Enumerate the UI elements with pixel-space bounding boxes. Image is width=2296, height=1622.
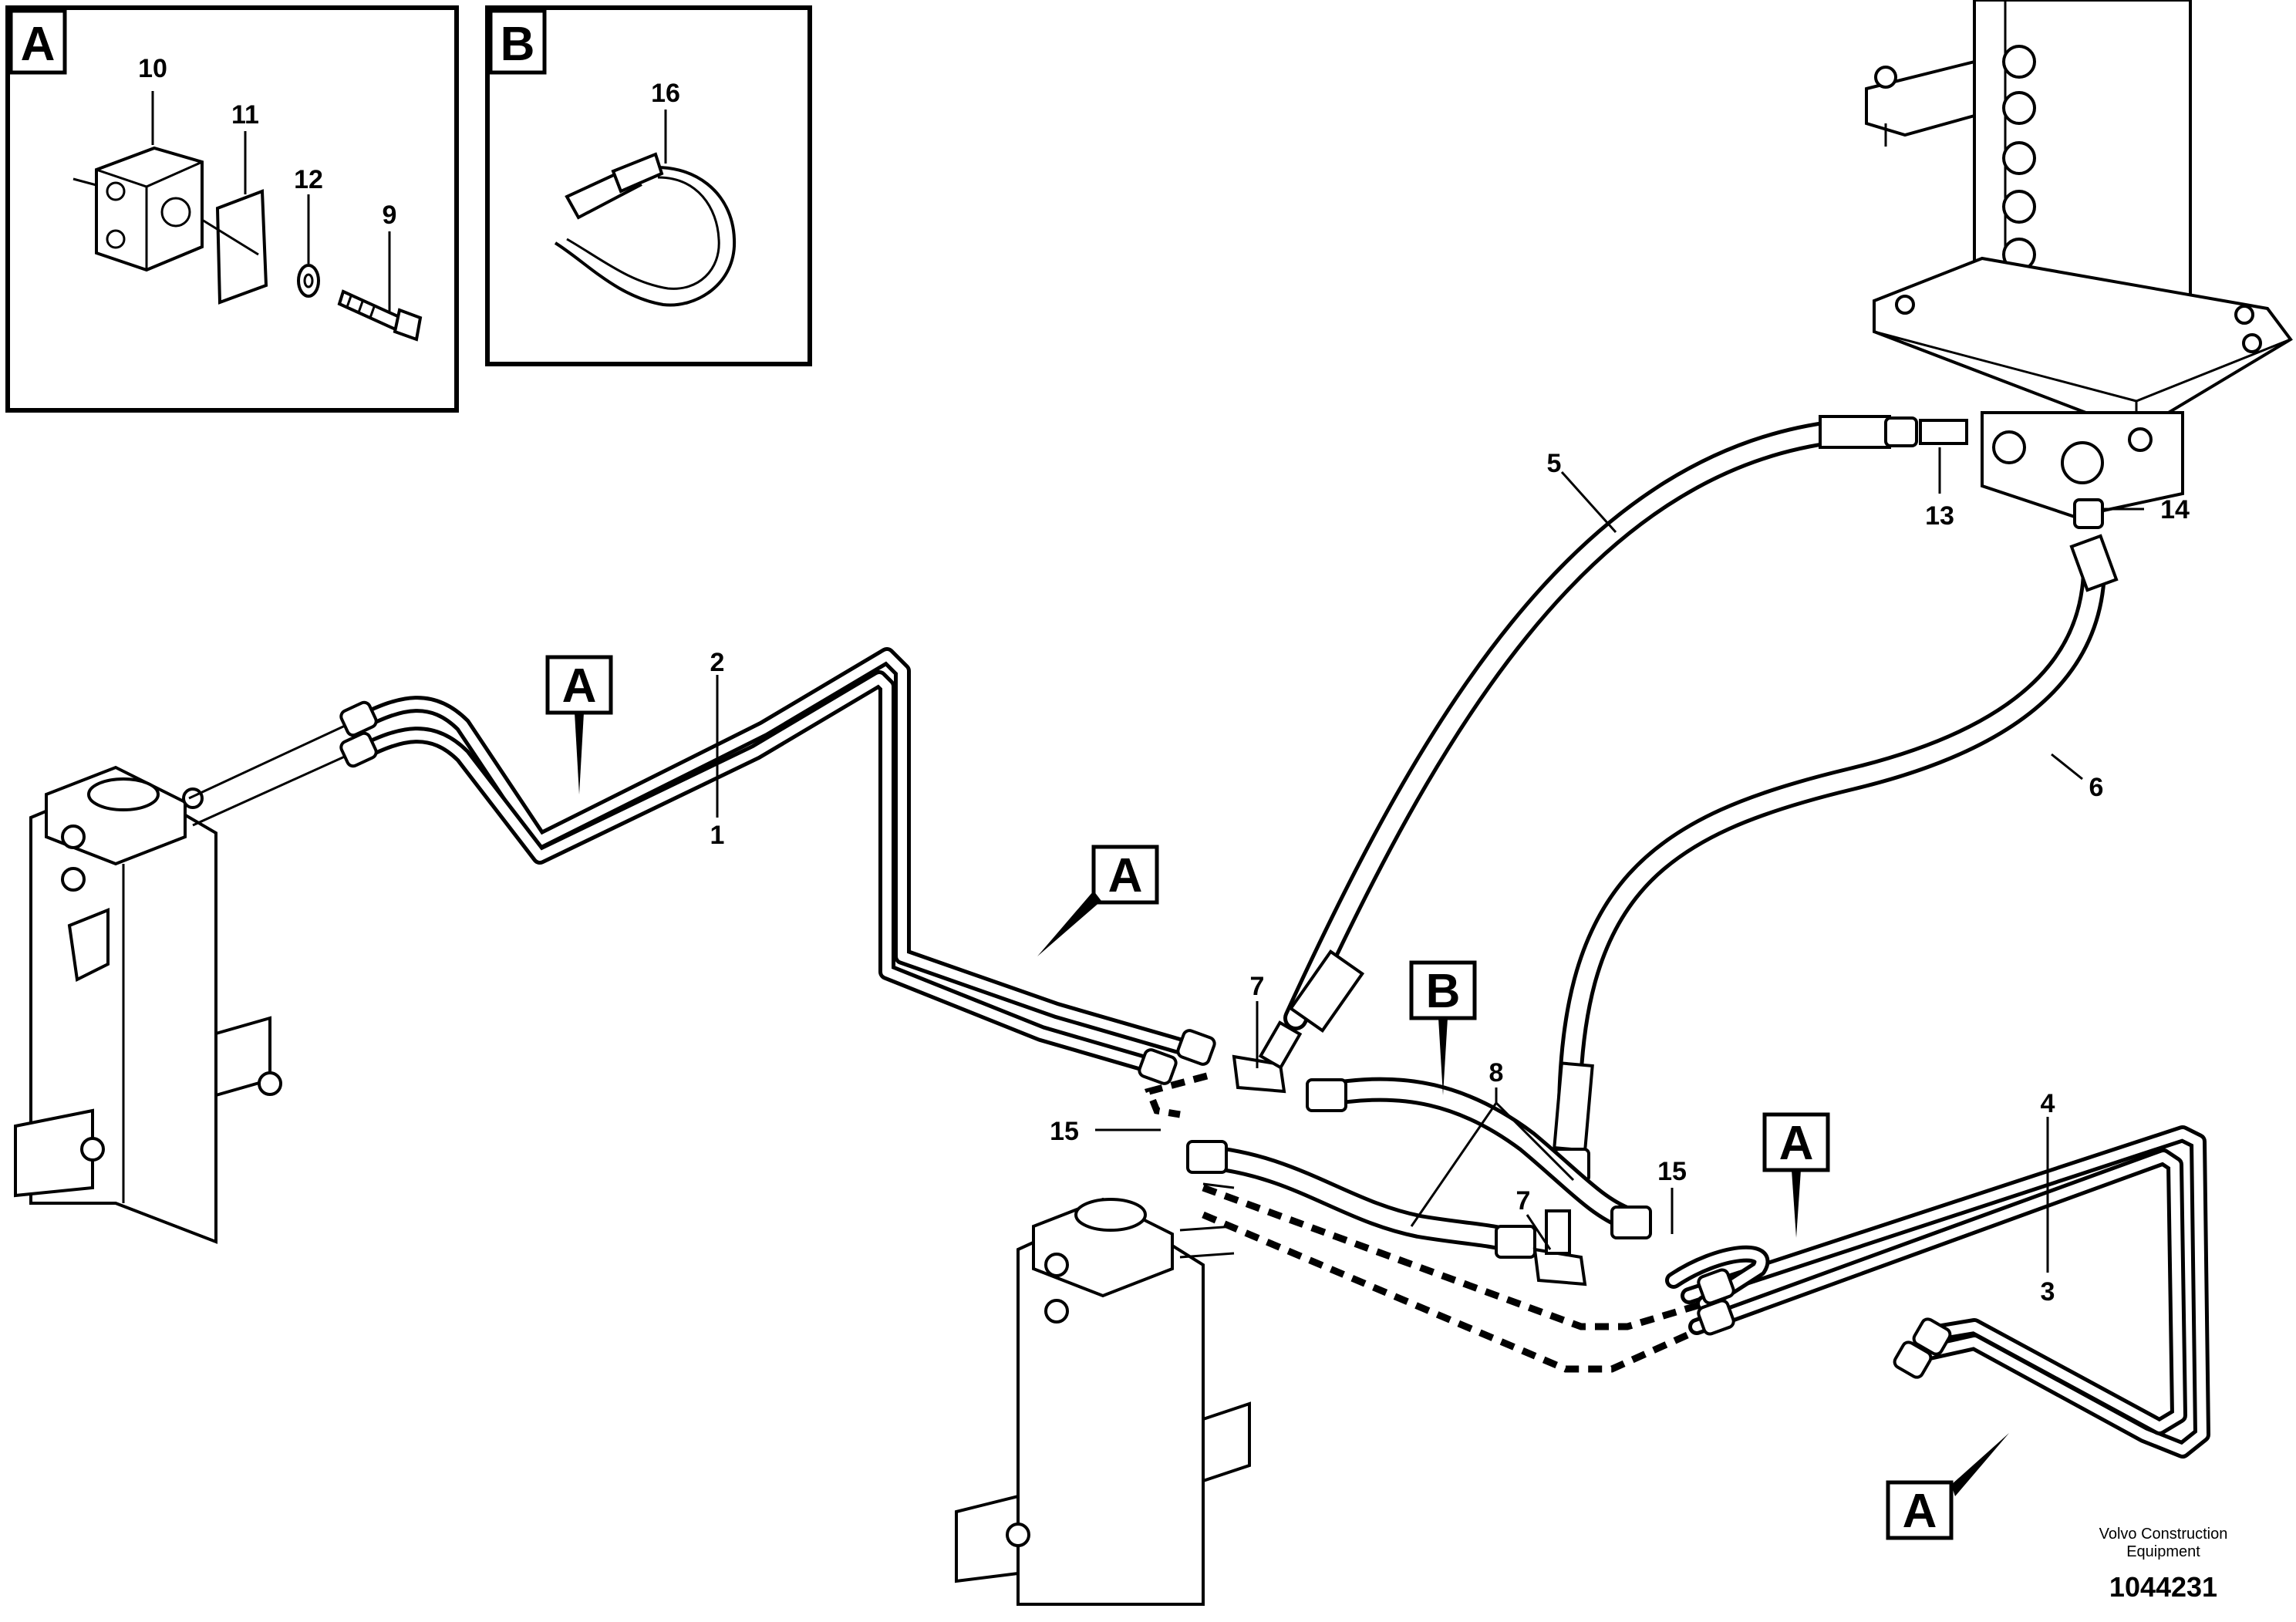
- callout-3: 3: [2041, 1277, 2055, 1307]
- pipes-3-4: [1665, 1125, 2210, 1458]
- detail-view-a: A: [5, 5, 459, 413]
- view-markers: A A B A A: [545, 655, 2009, 1540]
- callout-1: 1: [710, 821, 725, 850]
- pipes-1-2: [339, 647, 1216, 1085]
- company-line-1: Volvo Construction: [2099, 1526, 2228, 1543]
- detail-b-letter: B: [501, 18, 535, 71]
- left-valve-block: [14, 720, 356, 1244]
- callout-leaders: [716, 447, 2144, 1273]
- callout-15-right: 15: [1657, 1157, 1687, 1186]
- hose-5: [1283, 415, 1968, 1033]
- drawing-number: 1044231: [2109, 1571, 2217, 1603]
- callout-15-left: 15: [1050, 1117, 1079, 1146]
- view-marker-a-3: A: [1779, 1117, 1814, 1170]
- callout-7-upper: 7: [1250, 972, 1265, 1001]
- view-marker-b: B: [1426, 965, 1461, 1018]
- view-marker-a-2: A: [1108, 849, 1143, 902]
- callout-2: 2: [710, 648, 725, 677]
- swivel-column-assembly: [1865, 0, 2293, 519]
- view-marker-a-1: A: [562, 659, 597, 713]
- part-number-10: 10: [138, 54, 167, 83]
- hoses-8: [1186, 1077, 1652, 1259]
- dashed-pipe-paths: [1144, 1072, 1706, 1373]
- part-number-11: 11: [231, 100, 259, 130]
- callout-numbers: 2 1 4 3 5 6 7 7 8 13 14 15 15: [710, 449, 2190, 1307]
- callout-8: 8: [1489, 1058, 1504, 1088]
- callout-4: 4: [2041, 1089, 2055, 1118]
- callout-7-lower: 7: [1516, 1186, 1531, 1216]
- callout-13: 13: [1925, 501, 1954, 531]
- view-marker-a-4: A: [1903, 1485, 1937, 1538]
- part-number-16: 16: [651, 79, 680, 108]
- detail-a-letter: A: [21, 18, 56, 71]
- screw-part: [337, 289, 423, 342]
- detail-view-b: B 16: [485, 5, 812, 366]
- callout-14: 14: [2160, 495, 2190, 524]
- tee-fittings: [1232, 1020, 1587, 1286]
- part-number-12: 12: [294, 165, 323, 194]
- cable-strap-part: [554, 152, 737, 307]
- lower-valve-block: [955, 1197, 1251, 1606]
- cover-plate-part: [201, 189, 268, 305]
- hose-6: [1553, 498, 2119, 1183]
- callout-6: 6: [2089, 773, 2104, 802]
- footer: Volvo Construction Equipment 1044231: [2099, 1526, 2228, 1603]
- part-number-9: 9: [383, 201, 397, 230]
- washer-part: [297, 264, 320, 298]
- clamp-block-part: [72, 146, 204, 272]
- company-line-2: Equipment: [2126, 1543, 2200, 1560]
- callout-5: 5: [1547, 449, 1562, 478]
